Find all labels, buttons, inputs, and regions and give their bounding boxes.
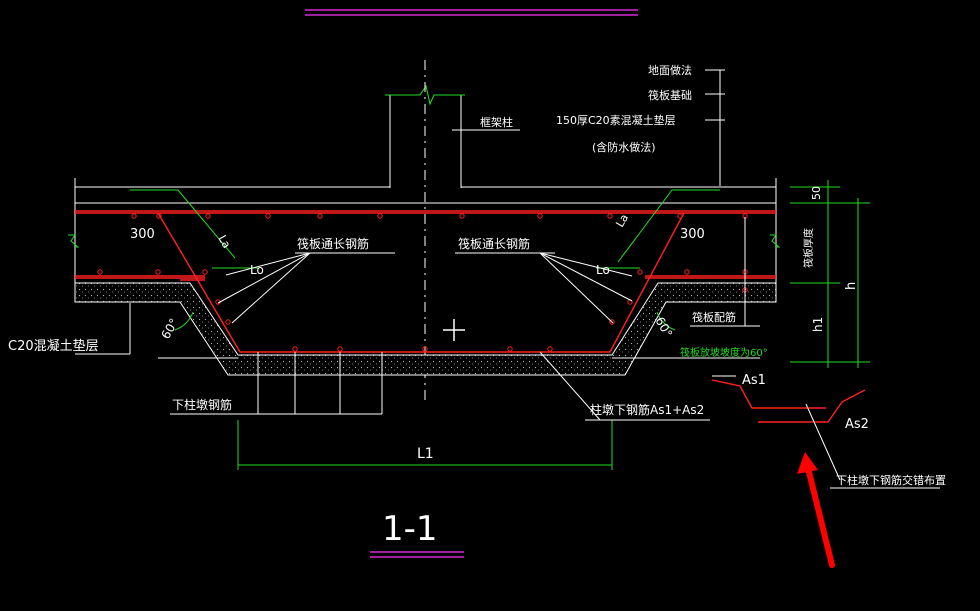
frame-column [385, 60, 465, 405]
raft-thickness-label: 筏板厚度 [802, 228, 815, 268]
crosshair-cursor [443, 319, 465, 341]
section-title: 1-1 [382, 509, 438, 549]
raft-base-label: 筏板基础 [648, 88, 692, 102]
as2-label: As2 [845, 417, 869, 432]
dim-50-label: 50 [810, 186, 823, 200]
staggered-bar-detail [711, 375, 940, 489]
column-pier-bar-label: 下柱墩钢筋 [172, 397, 232, 412]
rebar-dots [97, 213, 748, 352]
section-title-underline [370, 551, 464, 558]
raft-long-bar-right-label: 筏板通长钢筋 [458, 236, 530, 251]
as1-label: As1 [742, 373, 766, 388]
cushion-label: 150厚C20素混凝土垫层 [556, 113, 676, 127]
la-left-label: La [215, 233, 233, 251]
raft-outline [68, 178, 781, 300]
angle-left-label: 60° [158, 316, 181, 341]
red-arrow [797, 452, 835, 568]
raft-long-bar-left-label: 筏板通长钢筋 [297, 236, 369, 251]
dim-300-left-label: 300 [130, 227, 155, 242]
pier-bar-staggered-label: 下柱墩下钢筋交错布置 [836, 473, 946, 487]
top-title-underline [305, 9, 638, 16]
waterproof-label: (含防水做法) [592, 140, 656, 154]
pier-lower-bar-label: 柱墩下钢筋As1+As2 [590, 402, 704, 417]
leader-lines [75, 69, 760, 421]
c20-cushion-label: C20混凝土垫层 [8, 338, 99, 354]
lo-right-label: Lo [596, 263, 610, 277]
dim-h-label: h [844, 282, 859, 290]
floor-finish-label: 地面做法 [648, 63, 692, 77]
concrete-cushion [74, 282, 777, 376]
dim-300-right-label: 300 [680, 227, 705, 242]
frame-column-label: 框架柱 [480, 115, 513, 129]
la-right-label: La [613, 212, 631, 230]
raft-rebar [75, 210, 776, 353]
raft-distribution-label: 筏板配筋 [692, 310, 736, 324]
dim-h1-label: h1 [811, 317, 825, 332]
dimension-lines [130, 180, 870, 470]
dim-l1-label: L1 [417, 446, 434, 462]
lo-left-label: Lo [250, 263, 264, 277]
slope-note-label: 筏板放坡坡度为60° [680, 346, 768, 359]
